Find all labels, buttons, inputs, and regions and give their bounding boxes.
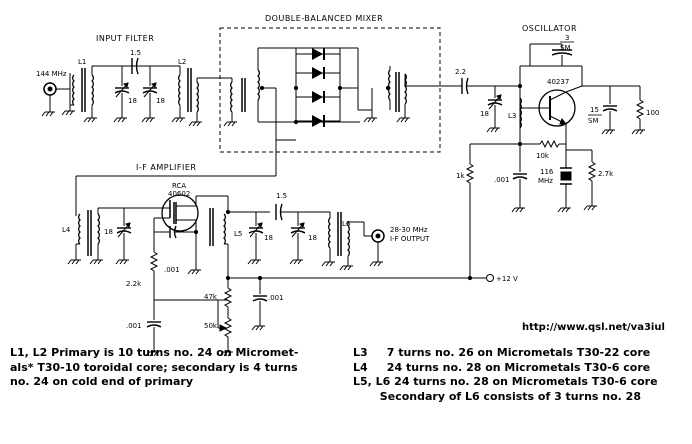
- crystal-unit: MHz: [538, 177, 553, 185]
- if-output-label: I-F OUTPUT: [390, 235, 430, 243]
- note-line: no. 24 on cold end of primary: [10, 375, 194, 388]
- cap-2-2-label: 2.2: [455, 68, 466, 76]
- l5-label: L5: [234, 230, 242, 238]
- crystal-value: 116: [540, 168, 554, 176]
- if-amplifier: [67, 140, 494, 357]
- if-output-freq: 28-30 MHz: [390, 226, 428, 234]
- cap-18-osc-label: 18: [480, 110, 489, 118]
- cap-18-l5-label: 18: [264, 234, 273, 242]
- res-10k-label: 10k: [536, 152, 550, 160]
- l4-label: L4: [62, 226, 71, 234]
- if-amplifier-heading: I-F AMPLIFIER: [136, 163, 196, 172]
- mixer-diodes: [311, 47, 325, 128]
- note-line: L3 7 turns no. 26 on Micrometals T30-22 …: [353, 346, 651, 359]
- l3-label: L3: [508, 112, 516, 120]
- input-filter-heading: INPUT FILTER: [96, 34, 154, 43]
- oscillator: [461, 43, 646, 278]
- source-url: http://www.qsl.net/va3iul: [522, 322, 665, 333]
- cap-001-osc-label: .001: [494, 176, 510, 184]
- cap-1-5-if-label: 1.5: [276, 192, 287, 200]
- cap-001-if-label: .001: [164, 266, 180, 274]
- note-line: als* T30-10 toroidal core; secondary is …: [10, 360, 298, 374]
- res-2-7k-label: 2.7k: [598, 170, 614, 178]
- cap-3sm-value: 3: [565, 34, 569, 42]
- l6-label: L6: [342, 220, 351, 228]
- note-line: L1, L2 Primary is 10 turns no. 24 on Mic…: [10, 346, 299, 359]
- l2-label: L2: [178, 58, 186, 66]
- mixer-heading: DOUBLE-BALANCED MIXER: [265, 14, 383, 23]
- notes-right: L3 7 turns no. 26 on Micrometals T30-22 …: [353, 346, 691, 404]
- mixer: [219, 27, 462, 153]
- res-47k-label: 47k: [204, 293, 218, 301]
- diode-2: [311, 66, 325, 80]
- cap-15sm-unit: SM: [588, 117, 598, 125]
- note-line: L5, L6 24 turns no. 28 on Micrometals T3…: [353, 375, 658, 388]
- coil-notes: L1, L2 Primary is 10 turns no. 24 on Mic…: [0, 340, 692, 444]
- res-100-label: 100: [646, 109, 659, 117]
- cap-18-b-label: 18: [156, 97, 165, 105]
- supply-label: +12 V: [496, 275, 518, 283]
- note-line: Secondary of L6 consists of 3 turns no. …: [353, 389, 641, 403]
- cap-18-l4-label: 18: [104, 228, 113, 236]
- cap-001-low-label: .001: [126, 322, 142, 330]
- diode-3: [311, 90, 325, 104]
- if-transistor-brand: RCA: [172, 182, 186, 190]
- cap-18-l6-label: 18: [308, 234, 317, 242]
- diode-4: [311, 114, 325, 128]
- note-line: L4 24 turns no. 28 on Micrometals T30-6 …: [353, 360, 651, 374]
- notes-left: L1, L2 Primary is 10 turns no. 24 on Mic…: [10, 346, 355, 390]
- cap-18-a-label: 18: [128, 97, 137, 105]
- cap-1-5-input-label: 1.5: [130, 49, 141, 57]
- osc-transistor-label: 40237: [547, 78, 569, 86]
- diode-1: [311, 47, 325, 61]
- cap-3sm-unit: SM: [560, 44, 570, 52]
- cap-15sm-value: 15: [590, 106, 599, 114]
- cap-001-mid-label: .001: [268, 294, 284, 302]
- if-transistor-part: 40602: [168, 190, 190, 198]
- oscillator-heading: OSCILLATOR: [522, 24, 577, 33]
- input-filter: [41, 57, 238, 127]
- res-1k-label: 1k: [456, 172, 465, 180]
- input-freq-label: 144 MHz: [36, 70, 67, 78]
- l1-label: L1: [78, 58, 86, 66]
- pot-50k-label: 50k: [204, 322, 218, 330]
- res-2-2k-label: 2.2k: [126, 280, 142, 288]
